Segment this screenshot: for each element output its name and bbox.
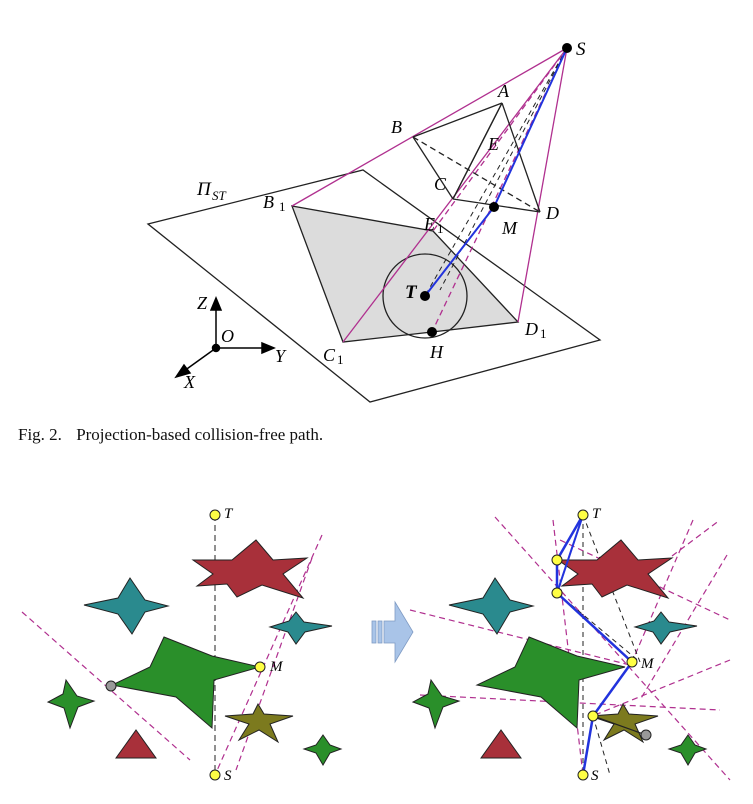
figure-caption: Fig. 2. Projection-based collision-free … — [18, 425, 323, 445]
label-c1-sub: 1 — [337, 352, 344, 367]
right-green-star-large — [475, 636, 626, 730]
figure3-left: T M S — [21, 506, 343, 784]
label-d1-sub: 1 — [540, 326, 547, 341]
left-olive-star — [224, 702, 294, 744]
axis-origin-label: O — [221, 326, 234, 346]
right-black-dashed — [556, 514, 641, 776]
right-green-star-small — [411, 678, 461, 730]
label-c1: C — [323, 345, 336, 365]
right-path-branch — [556, 514, 584, 594]
right-point-s — [577, 769, 589, 781]
left-red-star — [191, 539, 309, 599]
right-collision-free-path — [555, 514, 634, 776]
left-teal-star-small — [268, 611, 333, 645]
label-t: T — [405, 282, 418, 303]
left-point-s — [209, 769, 221, 781]
label-h: H — [429, 342, 444, 362]
label-d: D — [545, 203, 559, 223]
transition-arrow — [371, 600, 414, 664]
right-point-1 — [551, 554, 563, 566]
caption-number: Fig. 2. — [18, 425, 62, 444]
right-label-m: M — [640, 656, 655, 672]
label-b1-sub: 1 — [279, 199, 286, 214]
label-a: A — [497, 81, 510, 101]
point-s — [562, 43, 572, 53]
right-green-star-tiny — [667, 734, 708, 766]
left-label-m: M — [269, 659, 284, 675]
right-label-s: S — [591, 768, 599, 784]
figure3-right: T M S — [409, 506, 731, 784]
right-olive-star — [589, 702, 659, 744]
left-green-star-small — [46, 678, 96, 730]
right-point-3 — [587, 710, 599, 722]
caption-text: Projection-based collision-free path. — [76, 425, 324, 444]
left-red-triangle — [115, 729, 157, 759]
label-d1: D — [524, 319, 538, 339]
shadow-region — [290, 205, 520, 343]
right-gray-segment — [592, 715, 647, 736]
label-b: B — [391, 117, 402, 137]
right-teal-star-large — [448, 577, 535, 635]
right-label-t: T — [592, 506, 602, 522]
left-label-t: T — [224, 506, 234, 522]
label-plane-sub: ST — [212, 188, 227, 203]
point-h — [427, 327, 437, 337]
axis-x-label: X — [183, 372, 196, 392]
label-e: E — [487, 134, 499, 154]
axis-z-label: Z — [197, 293, 208, 313]
left-teal-star-large — [83, 577, 170, 635]
label-m: M — [501, 218, 518, 238]
left-label-s: S — [224, 768, 232, 784]
plane-pi-st — [146, 169, 602, 403]
right-teal-star-small — [633, 611, 698, 645]
left-green-star-tiny — [302, 734, 343, 766]
figure2-diagram: S A B E C D M B 1 E 1 T H C 1 D 1 Π ST Z… — [146, 39, 602, 403]
right-point-t — [577, 509, 589, 521]
right-point-gray — [640, 729, 652, 741]
left-point-gray — [105, 680, 117, 692]
label-e1: E — [423, 214, 435, 234]
right-point-2 — [551, 587, 563, 599]
label-b1: B — [263, 192, 274, 212]
point-t — [420, 291, 430, 301]
left-point-t — [209, 509, 221, 521]
coordinate-axes — [174, 296, 276, 379]
label-c: C — [434, 174, 447, 194]
right-red-star — [556, 539, 674, 599]
obstacle-pyramid — [412, 102, 541, 213]
point-m — [489, 202, 499, 212]
left-point-m — [254, 661, 266, 673]
label-e1-sub: 1 — [437, 221, 444, 236]
axis-y-label: Y — [275, 346, 287, 366]
label-s: S — [576, 39, 586, 60]
left-green-star-large — [110, 636, 261, 730]
target-circle — [382, 253, 468, 339]
right-point-m — [626, 656, 638, 668]
label-plane: Π — [196, 179, 212, 200]
right-red-triangle — [480, 729, 522, 759]
